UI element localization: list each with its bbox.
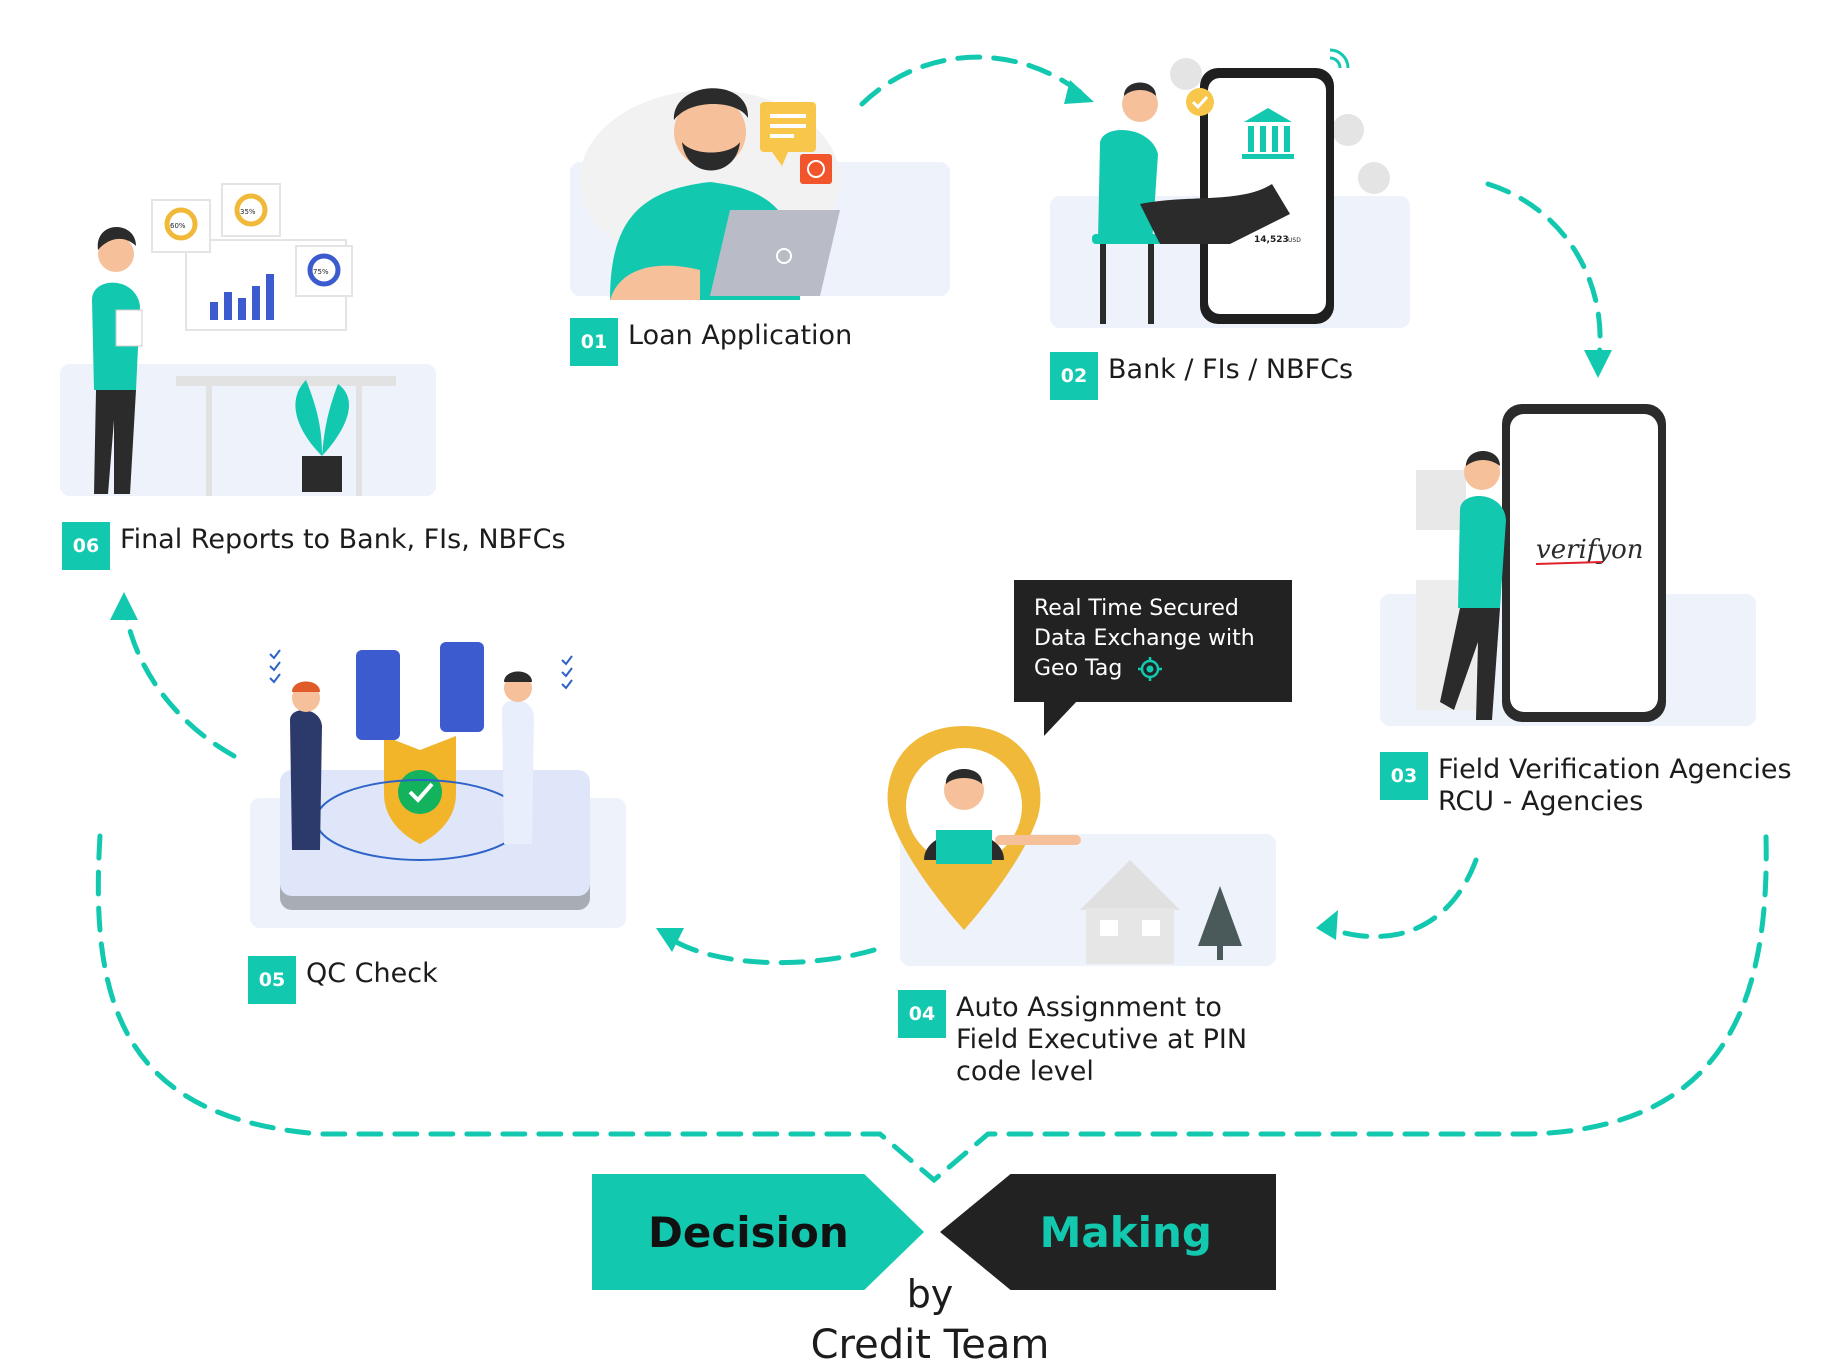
credit-loop — [95, 833, 1769, 1184]
step-label: Field Verification Agencies RCU - Agenci… — [1438, 752, 1792, 818]
brand-logo: verifyon — [1536, 535, 1644, 565]
chart-percent-1: 60% — [170, 222, 186, 230]
bank-icon — [1242, 108, 1294, 159]
credit-team-label: Credit Team — [810, 1322, 1050, 1366]
dollar-coin-icon — [1170, 58, 1202, 90]
arrow-01-to-02 — [859, 54, 1083, 107]
decision-banner: Decision — [592, 1174, 924, 1290]
step-label-line: RCU - Agencies — [1438, 786, 1644, 817]
step-label: Final Reports to Bank, FIs, NBFCs — [120, 522, 566, 556]
callout-line: Data Exchange with — [1034, 626, 1255, 651]
pine-tree-icon — [1198, 886, 1242, 960]
step-label-line: Field Verification Agencies — [1438, 754, 1792, 785]
arrow-04-to-05 — [663, 933, 877, 966]
checkmark-icon — [1186, 88, 1214, 116]
arrow-05-to-06 — [121, 597, 237, 759]
step-badge: 01 — [570, 318, 618, 366]
step-label-line: Auto Assignment to — [956, 992, 1222, 1023]
step-label: Bank / FIs / NBFCs — [1108, 352, 1353, 386]
decision-label: Decision — [648, 1207, 849, 1257]
step-label-line: code level — [956, 1056, 1094, 1087]
arrowhead-03-04 — [1316, 910, 1338, 940]
callout-line: Real Time Secured — [1034, 596, 1239, 621]
step-label: Loan Application — [628, 318, 852, 352]
arrowhead-05-06 — [110, 592, 138, 620]
step-01: 01 Loan Application — [570, 318, 852, 366]
step-label-line: Bank / FIs / NBFCs — [1108, 354, 1354, 385]
step-label-line: Loan Application — [628, 320, 853, 351]
arrowhead-04-05 — [656, 928, 684, 952]
scene-qc-check — [240, 630, 630, 930]
scene-auto-assignment — [880, 720, 1280, 970]
step-badge: 04 — [898, 990, 946, 1038]
step-badge: 03 — [1380, 752, 1428, 800]
scene-final-reports: 60% 35% 75% — [56, 180, 446, 500]
step-label-line: Final Reports to Bank, FIs, NBFCs — [120, 524, 566, 555]
step-label-line: QC Check — [306, 958, 438, 989]
chart-percent-2: 35% — [240, 208, 256, 216]
step-label: QC Check — [306, 956, 438, 990]
step-badge: 06 — [62, 522, 110, 570]
arrowhead-01-02 — [1064, 80, 1094, 104]
step-03: 03 Field Verification Agencies RCU - Age… — [1380, 752, 1792, 818]
making-label: Making — [1039, 1207, 1212, 1257]
wifi-icon — [1329, 48, 1350, 69]
scene-field-verification: verifyon — [1376, 380, 1756, 730]
step-label: Auto Assignment to Field Executive at PI… — [956, 990, 1247, 1088]
step-05: 05 QC Check — [248, 956, 438, 1004]
step-badge: 02 — [1050, 352, 1098, 400]
step-04: 04 Auto Assignment to Field Executive at… — [898, 990, 1247, 1088]
phone-currency: USD — [1288, 237, 1301, 244]
step-02: 02 Bank / FIs / NBFCs — [1050, 352, 1353, 400]
phone-amount: 14,523 — [1254, 235, 1289, 245]
scene-loan-application — [560, 70, 960, 310]
chart-percent-3: 75% — [313, 268, 329, 276]
step-badge: 05 — [248, 956, 296, 1004]
arrow-03-to-04 — [1319, 857, 1479, 940]
callout-line-wrap: Geo Tag — [1034, 654, 1272, 684]
geo-target-icon — [1138, 657, 1163, 681]
arrowheads — [110, 80, 1612, 952]
callout-line: Geo Tag — [1034, 656, 1123, 681]
arrow-02-to-03 — [1485, 181, 1603, 367]
step-06: 06 Final Reports to Bank, FIs, NBFCs — [62, 522, 566, 570]
making-banner: Making — [940, 1174, 1276, 1290]
by-label: by — [906, 1272, 954, 1316]
chat-bubble-icon — [760, 102, 816, 166]
callout-tail — [1044, 700, 1078, 736]
arrowhead-02-03 — [1584, 350, 1612, 378]
geo-tag-callout: Real Time Secured Data Exchange with Geo… — [1014, 580, 1292, 702]
checkmark-icon — [800, 154, 832, 184]
scene-bank: 14,523 USD — [1040, 44, 1420, 334]
step-label-line: Field Executive at PIN — [956, 1024, 1248, 1055]
